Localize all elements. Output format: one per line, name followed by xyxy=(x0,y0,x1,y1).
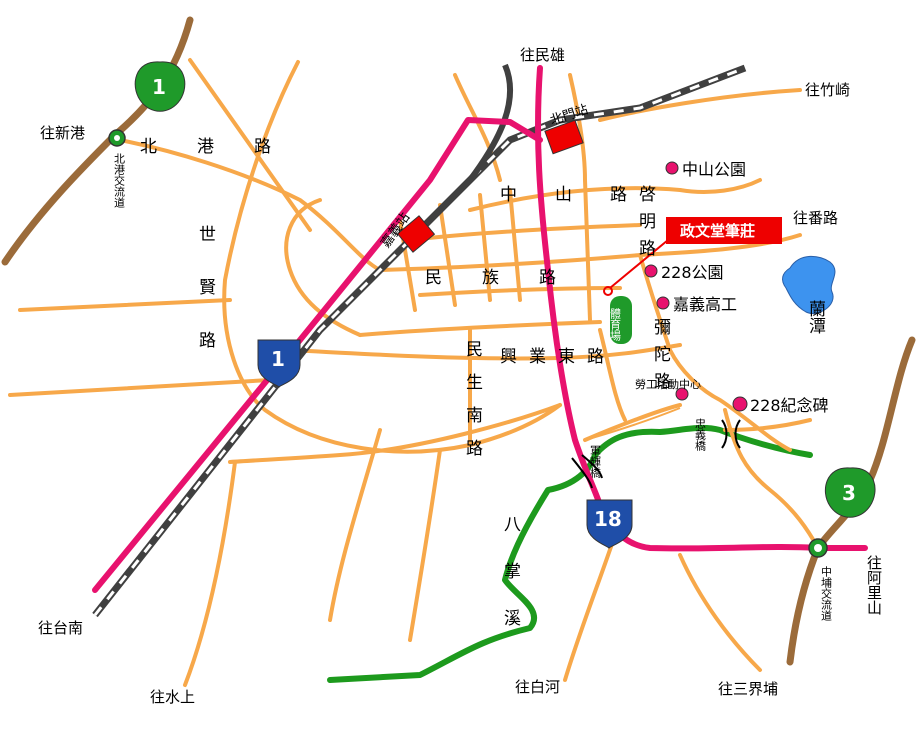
road-grid-7 xyxy=(418,286,622,297)
chiayi-voc-dot xyxy=(656,296,670,310)
dest-minxiong: 往民雄 xyxy=(520,46,565,64)
label-beigang-road: 北港路 xyxy=(140,137,311,157)
label-minsheng-road: 民生南路 xyxy=(462,340,483,472)
road-grid-3 xyxy=(478,193,492,302)
labor-center-dot xyxy=(675,387,689,401)
shield-p1: 1 xyxy=(134,61,186,112)
memorial228-dot xyxy=(732,396,748,412)
road-north-2 xyxy=(568,73,587,182)
label-minzu-road: 民族路 xyxy=(425,268,596,288)
road-north-4 xyxy=(678,178,762,194)
dest-xingang: 往新港 xyxy=(40,124,85,142)
label-zhongpu-interchange: 中埔交流道 xyxy=(820,566,833,621)
lantan-lake xyxy=(782,255,836,314)
freeway-layer xyxy=(1,16,916,666)
label-chiayi-voc: 嘉義高工 xyxy=(673,295,737,314)
label-zhongshan-park: 中山公園 xyxy=(682,160,746,179)
bridges xyxy=(571,419,741,489)
label-zhongyi-bridge: 忠義橋 xyxy=(694,418,707,452)
stadium-label: 體育場 xyxy=(609,308,622,342)
label-memorial228: 228紀念碑 xyxy=(750,396,829,415)
prov-road-18 xyxy=(535,65,868,552)
label-park228: 228公園 xyxy=(661,263,724,282)
road-labor xyxy=(584,407,681,441)
road-xingye xyxy=(288,343,682,361)
shield-n1-num: 1 xyxy=(271,347,285,371)
dest-zhuqi: 往竹崎 xyxy=(805,81,850,99)
zhongpu-interchange-core xyxy=(814,544,822,552)
dest-baihe: 往白河 xyxy=(515,678,560,696)
road-sanjiepu xyxy=(678,553,762,672)
dest-tainan: 往台南 xyxy=(38,619,83,637)
zhongyi-bridge-mark xyxy=(721,419,741,449)
label-mituo-road: 彌陀路 xyxy=(650,318,671,399)
target-location xyxy=(603,286,613,296)
prov-road-1 xyxy=(92,117,543,593)
label-junhui-bridge: 軍輝橋 xyxy=(589,445,602,479)
road-shuishang xyxy=(183,460,237,687)
stadium-shape xyxy=(610,296,632,344)
road-west-2 xyxy=(8,378,272,397)
zhongshan-park-dot xyxy=(665,161,679,175)
dest-fanlu: 往番路 xyxy=(793,209,838,227)
road-south-1 xyxy=(228,403,562,464)
provincial-roads xyxy=(92,65,868,593)
road-grid-2 xyxy=(438,203,457,307)
label-beigang-interchange: 北港交流道 xyxy=(113,153,126,208)
railway-main-dash xyxy=(93,66,746,616)
shield-n18: 18 xyxy=(586,499,633,550)
park228-dot xyxy=(644,264,658,278)
label-xingye-road: 興業東路 xyxy=(500,347,616,367)
shield-p3: 3 xyxy=(824,467,876,518)
shield-n18-num: 18 xyxy=(594,507,622,531)
road-grid-5 xyxy=(583,178,592,322)
label-zhongshan-road: 中山路 xyxy=(500,185,665,205)
road-baihe xyxy=(563,533,617,682)
shield-n1: 1 xyxy=(257,339,301,389)
city-roads xyxy=(8,58,820,687)
road-grid-8 xyxy=(598,328,627,422)
dest-sanjiepu: 往三界埔 xyxy=(718,680,778,698)
road-junhui xyxy=(583,403,682,442)
stations xyxy=(396,119,584,253)
river-layer xyxy=(327,424,813,683)
label-shixian-road: 世賢路 xyxy=(195,225,216,384)
dest-shuishang: 往水上 xyxy=(150,688,195,706)
beigang-interchange-core xyxy=(114,135,120,141)
road-north-1 xyxy=(453,73,502,182)
bazhang-river xyxy=(327,424,813,683)
road-grid-6 xyxy=(408,223,642,242)
road-south-3 xyxy=(408,448,442,642)
road-north-3 xyxy=(598,88,802,122)
label-bazhang-river: 八掌溪 xyxy=(500,515,521,656)
road-west-1 xyxy=(18,298,232,312)
road-zhongshan xyxy=(468,186,682,212)
road-beigang xyxy=(118,138,382,272)
target-pointer xyxy=(609,239,669,289)
chiayi-station-box xyxy=(396,215,436,253)
poi-dots xyxy=(644,161,748,412)
road-grid-4 xyxy=(508,188,522,302)
label-qiming-road: 啓明路 xyxy=(635,185,656,266)
beimen-station-box xyxy=(544,119,584,155)
shield-p3-num: 3 xyxy=(842,481,856,505)
label-lantan: 蘭潭 xyxy=(805,300,826,334)
highlight-box xyxy=(666,217,782,244)
highlight-label: 政文堂筆莊 xyxy=(680,222,755,240)
road-minsheng xyxy=(358,320,602,337)
dest-alishan: 往阿里山 xyxy=(865,555,883,615)
junhui-bridge-mark xyxy=(571,454,603,489)
shield-p1-num: 1 xyxy=(152,75,166,99)
road-zhongyi xyxy=(723,408,820,550)
road-west-3 xyxy=(188,58,312,232)
road-south-2 xyxy=(328,428,382,622)
label-labor-center: 勞工活動中心 xyxy=(635,377,701,391)
